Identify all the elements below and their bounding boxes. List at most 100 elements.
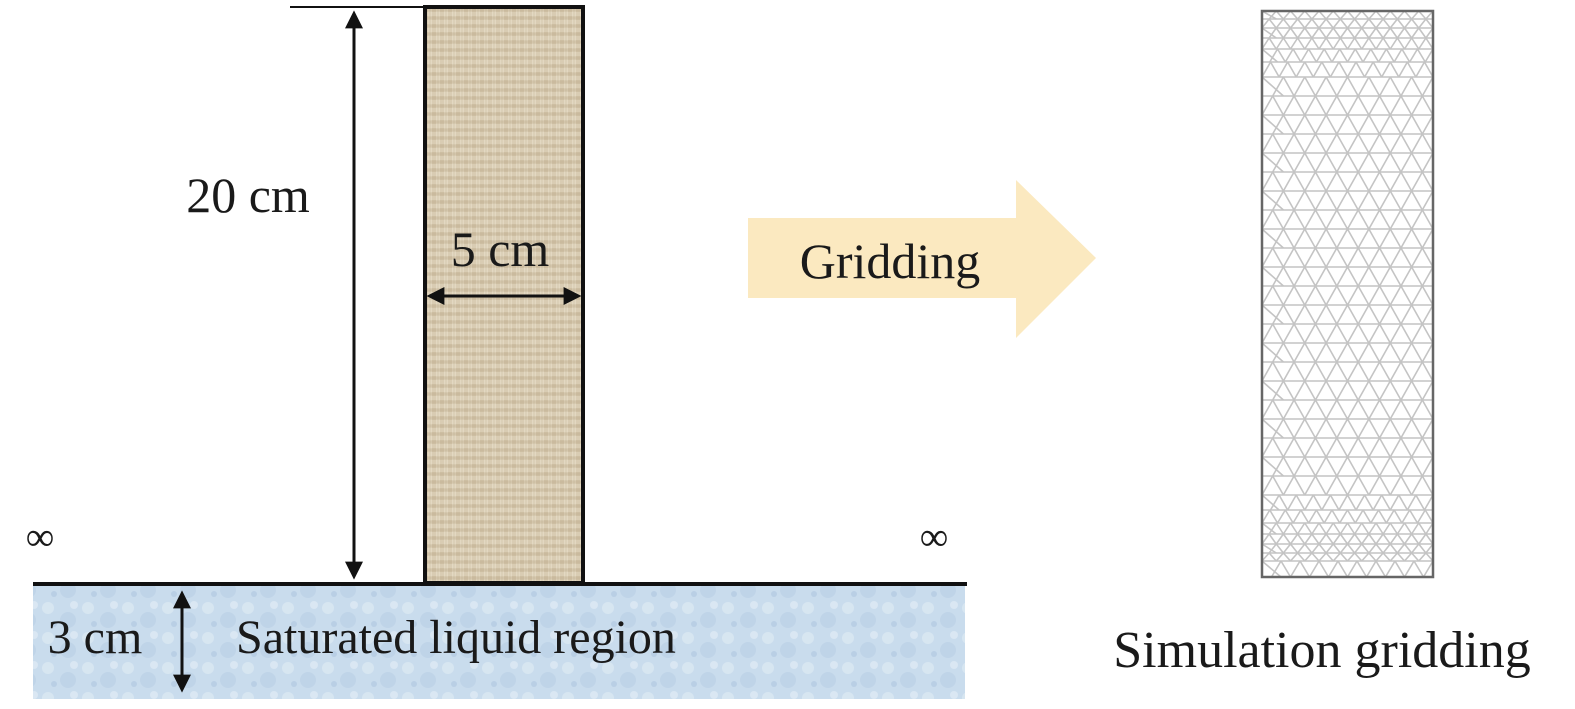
mesh-edge — [1311, 37, 1320, 50]
mesh-edge — [1304, 133, 1317, 154]
mesh-edge — [1271, 437, 1285, 458]
mesh-edge — [1282, 171, 1295, 192]
mesh-edge — [1368, 27, 1377, 39]
mesh-edge — [1378, 399, 1391, 420]
mesh-edge — [1304, 418, 1317, 439]
mesh-edge — [1282, 323, 1295, 344]
mesh-edge — [1275, 18, 1285, 29]
liquid-depth-label: 3 cm — [48, 611, 143, 664]
mesh-edge — [1403, 552, 1413, 562]
mesh-edge — [1413, 560, 1425, 578]
mesh-edge — [1357, 190, 1370, 211]
mesh-edge — [1378, 437, 1391, 458]
mesh-edge — [1282, 10, 1292, 20]
mesh-edge — [1261, 543, 1277, 554]
mesh-edge — [1325, 133, 1338, 154]
mesh-edge — [1368, 37, 1377, 50]
mesh-edge — [1295, 61, 1306, 78]
mesh-edge — [1336, 95, 1349, 116]
mesh-edge — [1368, 190, 1381, 211]
mesh-edge — [1346, 475, 1359, 496]
mesh-edge — [1304, 95, 1317, 116]
mesh-edge — [1346, 494, 1357, 511]
mesh-edge — [1337, 560, 1349, 578]
mesh-edge — [1421, 361, 1434, 382]
mesh-edge — [1354, 10, 1363, 20]
mesh-edge — [1357, 304, 1370, 325]
mesh-edge — [1304, 304, 1317, 325]
mesh-edge — [1286, 61, 1297, 78]
mesh-edge — [1261, 171, 1274, 192]
mesh-edge — [1332, 37, 1342, 50]
mesh-edge — [1325, 171, 1338, 192]
mesh-edge — [1268, 27, 1277, 39]
mesh-edge — [1357, 247, 1370, 268]
mesh-edge — [1299, 560, 1311, 578]
mesh-edge — [1304, 361, 1317, 382]
mesh-edge — [1293, 361, 1306, 382]
mesh-edge — [1421, 247, 1434, 268]
mesh-edge — [1346, 95, 1359, 116]
mesh-edge — [1314, 190, 1327, 211]
mesh-edge — [1411, 10, 1420, 20]
mesh-edge — [1336, 171, 1349, 192]
mesh-edge — [1304, 209, 1317, 230]
mesh-edge — [1346, 533, 1356, 545]
mesh-edge — [1336, 418, 1349, 439]
mesh-edge — [1424, 509, 1434, 524]
mesh-edge — [1339, 533, 1349, 545]
mesh-edge — [1418, 533, 1427, 545]
mesh-edge — [1368, 228, 1381, 249]
mesh-edge — [1282, 266, 1295, 287]
mesh-edge — [1378, 152, 1391, 173]
mesh-edge — [1382, 10, 1391, 20]
mesh-edge — [1400, 456, 1413, 477]
mesh-edge — [1400, 95, 1413, 116]
mesh-edge — [1410, 437, 1424, 458]
mesh-edge — [1261, 522, 1277, 535]
mesh-edge — [1332, 552, 1341, 562]
mesh-edge — [1261, 342, 1284, 363]
mesh-edge — [1410, 543, 1420, 554]
mesh-edge — [1357, 266, 1370, 287]
mesh-edge — [1410, 323, 1424, 344]
mesh-edge — [1368, 323, 1381, 344]
mesh-edge — [1339, 509, 1349, 524]
mesh-edge — [1293, 247, 1306, 268]
mesh-edge — [1410, 228, 1424, 249]
mesh-edge — [1346, 509, 1356, 524]
mesh-edge — [1314, 95, 1327, 116]
mesh-edge — [1415, 494, 1426, 511]
mesh-edge — [1370, 48, 1380, 63]
mesh-edge — [1325, 475, 1338, 496]
mesh-edge — [1336, 342, 1349, 363]
mesh-edge — [1418, 552, 1427, 562]
mesh-edge — [1261, 114, 1284, 135]
mesh-edge — [1314, 418, 1327, 439]
mesh-edge — [1282, 304, 1295, 325]
mesh-edge — [1389, 190, 1402, 211]
mesh-edge — [1389, 209, 1402, 230]
mesh-edge — [1421, 190, 1434, 211]
mesh-edge — [1292, 48, 1302, 63]
mesh-edge — [1410, 247, 1424, 268]
mesh-edge — [1293, 342, 1306, 363]
mesh-edge — [1261, 418, 1284, 439]
mesh-edge — [1375, 533, 1384, 545]
mesh-edge — [1346, 437, 1359, 458]
mesh-edge — [1314, 304, 1327, 325]
mesh-edge — [1304, 456, 1317, 477]
mesh-edge — [1410, 456, 1424, 477]
mesh-edge — [1336, 456, 1349, 477]
mesh-edge — [1353, 522, 1363, 535]
mesh-edge — [1293, 152, 1306, 173]
mesh-edge — [1375, 522, 1384, 535]
mesh-edge — [1275, 533, 1285, 545]
mesh-edge — [1346, 133, 1359, 154]
mesh-edge — [1410, 18, 1420, 29]
mesh-edge — [1381, 61, 1391, 78]
mesh-edge — [1357, 418, 1370, 439]
mesh-edge — [1361, 27, 1370, 39]
mesh-edge — [1261, 76, 1284, 97]
mesh-edge — [1293, 190, 1306, 211]
